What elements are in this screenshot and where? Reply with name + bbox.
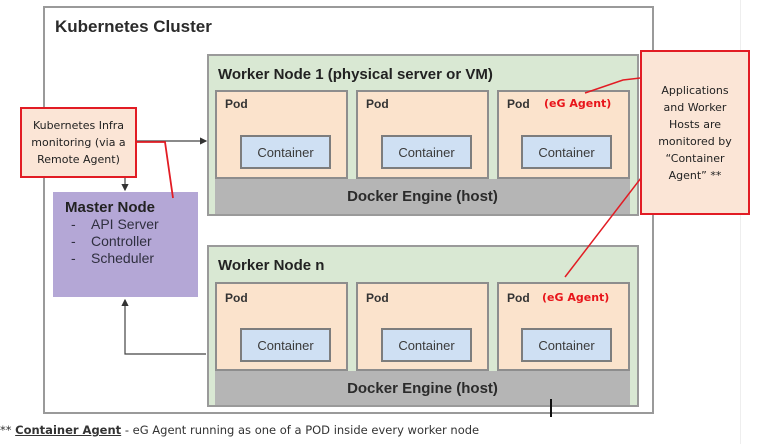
dash-bullet: -: [71, 216, 76, 232]
master-node: Master Node -API Server -Controller -Sch…: [53, 192, 198, 297]
container-box: Container: [240, 328, 331, 362]
master-node-title: Master Node: [65, 199, 156, 216]
red-pointer-infra: [137, 141, 174, 199]
component-label: Scheduler: [91, 250, 155, 266]
pod-label: Pod: [366, 291, 389, 305]
footnote-key: Container Agent: [15, 423, 122, 437]
master-component-scheduler: -Scheduler: [65, 250, 198, 267]
pod-label: Pod: [507, 291, 530, 305]
master-component-controller: -Controller: [65, 233, 198, 250]
worker-node-1-title: Worker Node 1 (physical server or VM): [218, 66, 493, 83]
callout-container-agent: Applications and Worker Hosts are monito…: [640, 50, 750, 215]
dash-bullet: -: [71, 250, 76, 266]
container-box: Container: [240, 135, 331, 169]
dash-bullet: -: [71, 233, 76, 249]
cluster-title: Kubernetes Cluster: [55, 17, 212, 36]
docker-engine-host: Docker Engine (host): [215, 371, 630, 405]
callout-infra-monitoring: Kubernetes Infra monitoring (via a Remot…: [20, 107, 137, 178]
container-box: Container: [381, 328, 472, 362]
red-pointer-eg-agent-n: [564, 177, 642, 278]
eg-agent-label: (eG Agent): [542, 291, 610, 304]
docker-engine-host: Docker Engine (host): [215, 179, 630, 214]
component-label: API Server: [91, 216, 159, 232]
red-pointer-eg-agent-1: [584, 77, 641, 94]
footnote-marker: **: [0, 423, 12, 437]
container-box: Container: [521, 135, 612, 169]
container-box: Container: [381, 135, 472, 169]
footnote-text: - eG Agent running as one of a POD insid…: [121, 423, 480, 437]
container-box: Container: [521, 328, 612, 362]
master-component-api-server: -API Server: [65, 216, 198, 233]
page-edge-divider: [740, 0, 741, 444]
component-label: Controller: [91, 233, 152, 249]
pod-label: Pod: [507, 97, 530, 111]
pod-label: Pod: [225, 97, 248, 111]
pod-label: Pod: [225, 291, 248, 305]
pod-label: Pod: [366, 97, 389, 111]
eg-agent-label: (eG Agent): [544, 97, 612, 110]
arrow-worker-n-to-master: [121, 298, 206, 355]
text-cursor: [550, 399, 552, 417]
footnote: ** Container Agent - eG Agent running as…: [0, 423, 479, 437]
worker-node-n-title: Worker Node n: [218, 257, 325, 274]
